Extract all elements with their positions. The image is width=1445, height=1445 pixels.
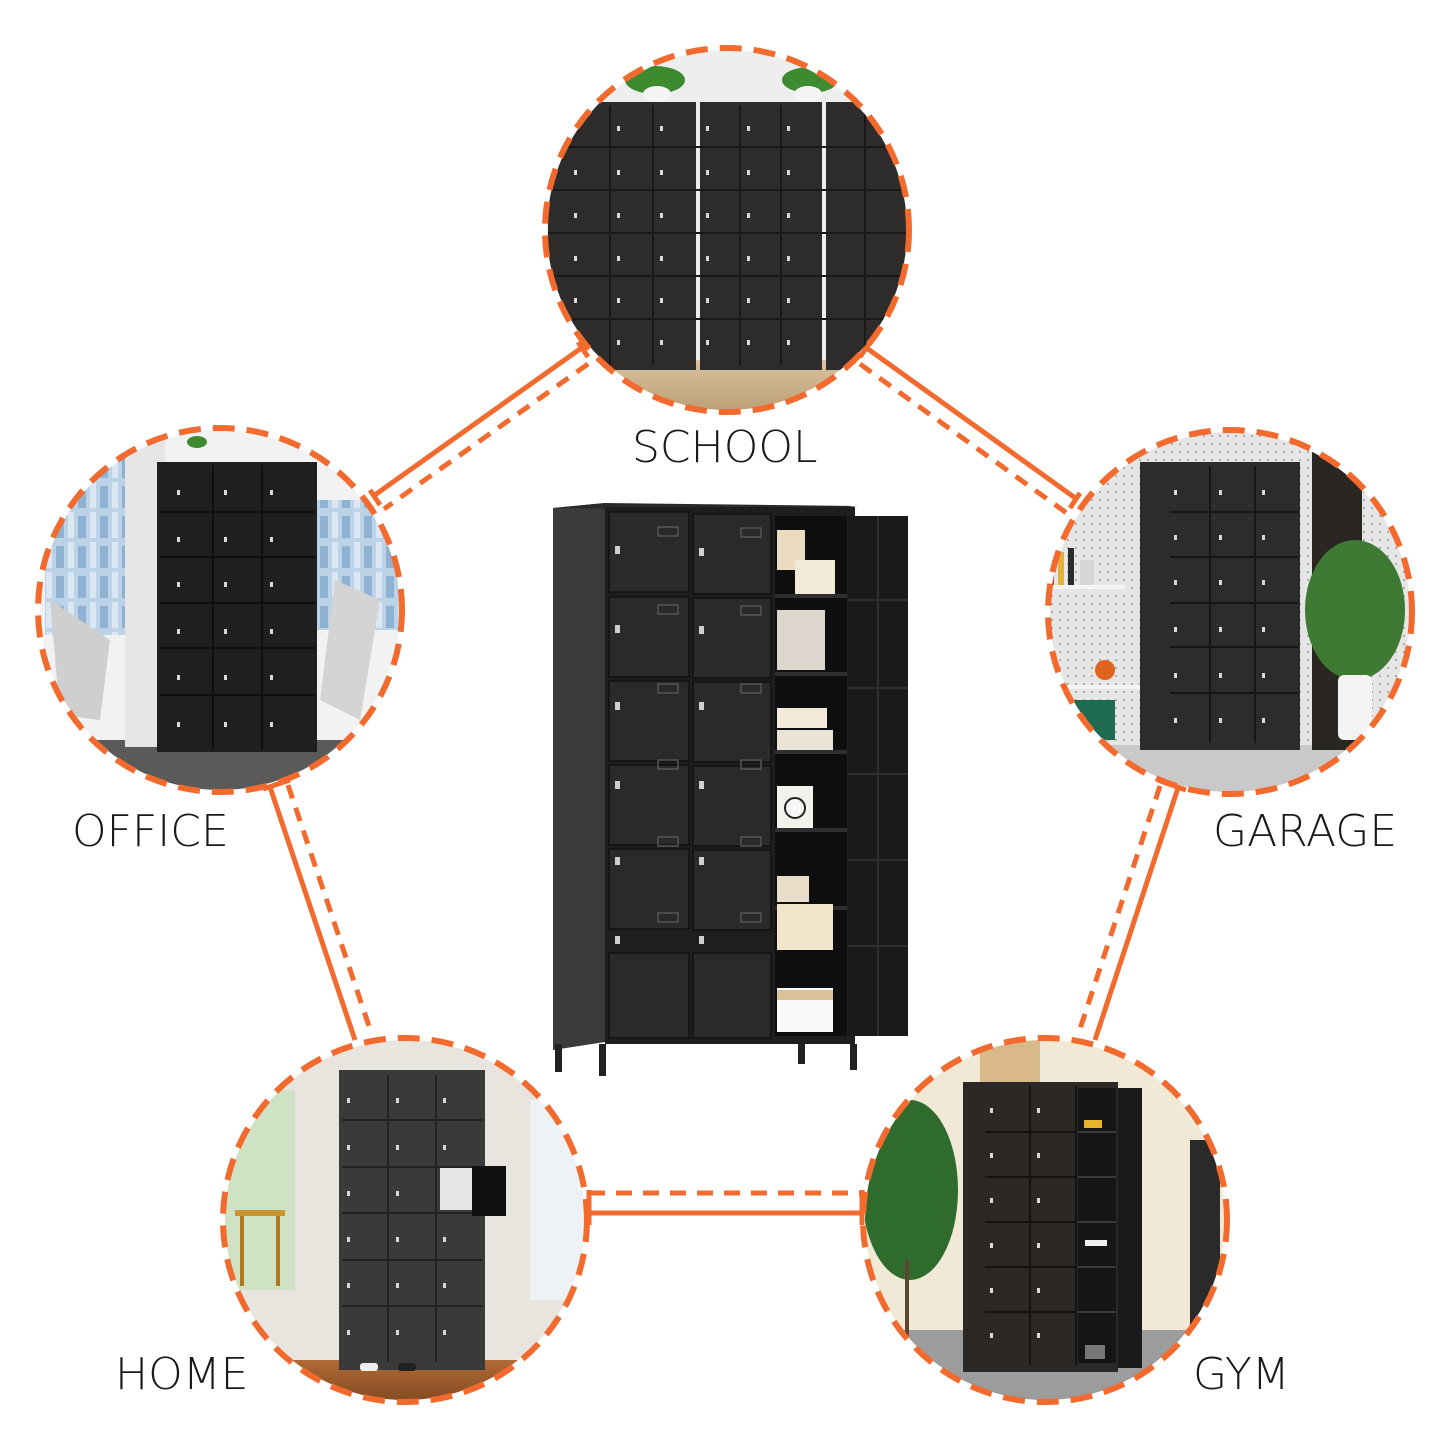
label-school: SCHOOL (632, 422, 818, 473)
connector-home-gym (586, 1190, 865, 1225)
scene-border (542, 45, 912, 415)
scene-border (220, 1035, 590, 1405)
scene-border (860, 1035, 1230, 1405)
scene-home (220, 1035, 590, 1405)
connector-school-office (367, 340, 591, 512)
label-garage: GARAGE (1213, 806, 1398, 857)
connector-garage-gym (1075, 777, 1187, 1041)
scene-garage (1045, 427, 1415, 797)
scene-border (35, 425, 405, 795)
connector-office-home (262, 777, 375, 1041)
connector-lines (262, 340, 1187, 1225)
connector-school-garage (857, 340, 1083, 517)
scene-border (1045, 427, 1415, 797)
scene-gym (860, 1035, 1230, 1405)
label-home: HOME (115, 1349, 249, 1400)
label-office: OFFICE (72, 806, 229, 857)
label-gym: GYM (1193, 1349, 1290, 1400)
scene-school (542, 45, 912, 415)
central-locker-product (553, 503, 908, 1076)
scene-office (35, 425, 405, 795)
